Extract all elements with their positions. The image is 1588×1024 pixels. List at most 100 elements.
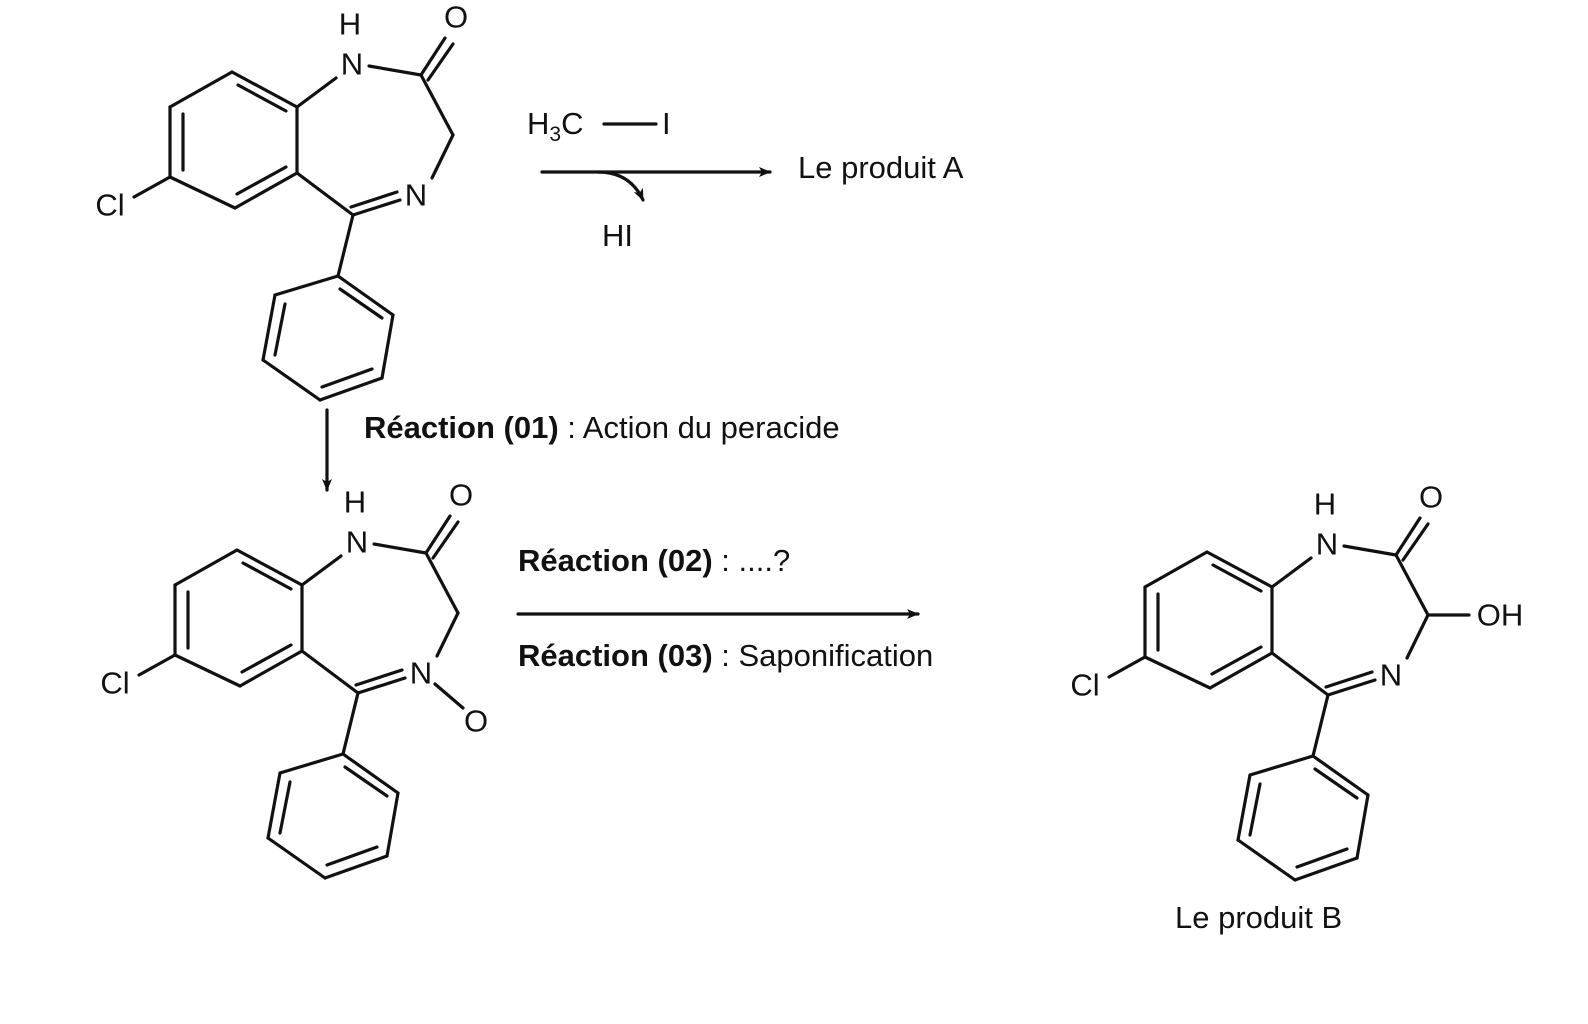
bond <box>173 653 242 688</box>
bond <box>424 514 452 555</box>
reagent-methyl-label: H3C <box>527 106 584 147</box>
bond <box>380 313 395 380</box>
bond <box>323 854 389 880</box>
bond <box>1205 550 1274 589</box>
bond <box>1313 767 1359 800</box>
bond <box>341 691 360 756</box>
product-b-label: Le produit B <box>1175 900 1343 935</box>
bond <box>1342 544 1398 557</box>
bond <box>266 836 327 880</box>
reaction-2-label: Réaction (02) : ....? <box>518 543 791 578</box>
bond <box>235 165 288 196</box>
bond <box>273 302 287 357</box>
bond <box>1248 782 1262 837</box>
bond <box>230 70 299 109</box>
bond <box>168 70 234 109</box>
bond <box>338 287 384 320</box>
bond <box>424 551 460 615</box>
atom-n1: N <box>341 47 363 82</box>
bond <box>356 676 407 695</box>
bond <box>1394 553 1430 617</box>
bond <box>235 548 304 587</box>
bond <box>367 64 423 77</box>
reagent-iodine-label: I <box>662 106 671 141</box>
bond <box>1293 856 1359 882</box>
atom-n1: N <box>1316 527 1338 562</box>
atom-n4: N <box>1380 658 1402 693</box>
bond <box>261 293 277 362</box>
bond <box>320 367 374 389</box>
bond <box>351 198 402 217</box>
bond <box>430 133 455 180</box>
bond <box>173 548 239 587</box>
reaction-3-label: Réaction (03) : Saponification <box>518 638 934 673</box>
bond <box>1311 754 1370 797</box>
atom-oh: OH <box>1477 598 1524 633</box>
reaction-1-label: Réaction (01) : Action du peracide <box>364 410 840 445</box>
bond <box>354 668 404 687</box>
bond <box>1401 522 1430 562</box>
atom-h: H <box>344 485 366 520</box>
bond <box>1107 655 1147 679</box>
bond <box>1311 693 1330 758</box>
bond <box>1208 651 1274 690</box>
bond <box>419 73 455 137</box>
bond <box>343 765 389 798</box>
bond <box>233 171 299 210</box>
bond <box>419 36 447 77</box>
bond <box>1394 516 1422 557</box>
atom-cl: Cl <box>100 666 129 701</box>
bond <box>336 274 395 317</box>
bond <box>241 561 293 591</box>
bond <box>1143 550 1209 589</box>
atom-n4: N <box>410 656 432 691</box>
bond <box>1210 645 1263 676</box>
bond <box>1143 655 1212 690</box>
atom-n1: N <box>346 525 368 560</box>
bond <box>295 171 355 217</box>
atom-o-carbonyl: O <box>444 0 468 35</box>
atom-o-carbonyl: O <box>449 478 473 513</box>
bond <box>1211 563 1263 593</box>
bond <box>236 83 288 113</box>
bond <box>1236 773 1252 842</box>
atom-h: H <box>1314 487 1336 522</box>
bond <box>137 653 177 677</box>
bond <box>238 649 304 688</box>
bond <box>266 771 282 840</box>
atom-h: H <box>339 7 361 42</box>
bond <box>168 175 237 210</box>
product-a-label: Le produit A <box>798 150 964 185</box>
bond <box>278 752 345 775</box>
atom-cl: Cl <box>1070 668 1099 703</box>
atom-cl: Cl <box>95 188 124 223</box>
bond <box>1355 793 1370 860</box>
bond <box>1405 613 1430 660</box>
bond <box>1326 678 1377 697</box>
bond <box>435 611 460 658</box>
bond <box>240 643 293 674</box>
bond <box>273 274 340 297</box>
bond <box>372 542 428 555</box>
atom-o-carbonyl: O <box>1419 480 1443 515</box>
bond <box>261 358 322 402</box>
bond <box>341 752 400 795</box>
bond <box>1270 556 1313 589</box>
byproduct-label: HI <box>602 218 633 253</box>
bond <box>1248 754 1315 777</box>
bond <box>1295 847 1349 869</box>
bond <box>300 554 343 587</box>
bond <box>336 213 355 278</box>
bond <box>385 791 400 858</box>
bond <box>295 76 338 109</box>
bond <box>349 190 399 209</box>
bond <box>278 780 292 835</box>
atom-o-oxide: O <box>464 704 488 739</box>
curved-arrow-hi-release <box>596 170 645 202</box>
bond <box>1236 838 1297 882</box>
bond <box>426 42 455 82</box>
